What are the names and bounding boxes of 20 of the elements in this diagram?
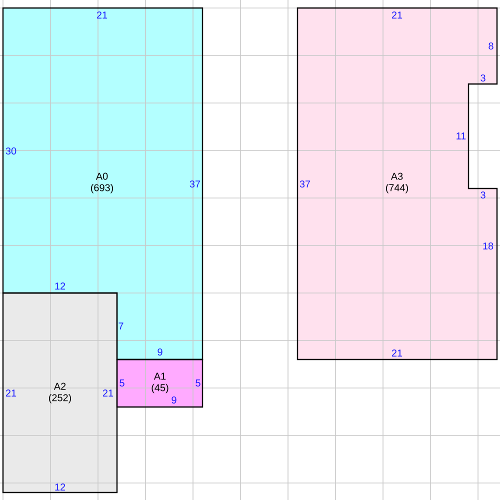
dimension-label: 3	[480, 191, 486, 199]
dimension-label: 9	[172, 396, 176, 404]
dimension-label: 18	[483, 242, 494, 250]
dimension-label: 7	[118, 322, 124, 330]
dimension-label: 3	[480, 74, 486, 82]
dimension-label: 9	[158, 348, 162, 356]
dimension-label: 5	[196, 380, 200, 386]
dimension-label: 30	[6, 147, 16, 155]
dimension-label: 5	[120, 380, 124, 386]
dimension-label: 12	[55, 484, 66, 490]
dimension-label: 37	[300, 180, 310, 188]
dimension-label: 37	[190, 180, 200, 188]
dimension-label: 21	[392, 350, 402, 356]
dimension-label: 8	[488, 42, 494, 50]
dimension-label: 21	[6, 390, 16, 396]
dimension-label: 12	[55, 282, 66, 290]
dimension-label: 21	[392, 12, 402, 18]
dimension-label: 21	[102, 390, 114, 396]
dimension-label: 21	[96, 12, 108, 18]
dimension-label: 11	[456, 132, 466, 140]
